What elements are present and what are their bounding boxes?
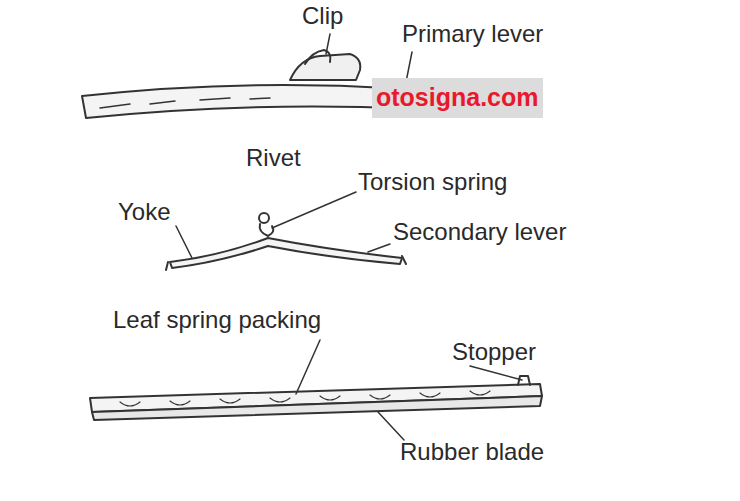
leader-line xyxy=(176,226,192,258)
part-label: Rivet xyxy=(246,146,301,170)
part-label: Primary lever xyxy=(402,22,543,46)
stopper xyxy=(518,376,530,385)
rubber-blade xyxy=(92,396,542,420)
part-label: Torsion spring xyxy=(358,170,507,194)
leader-line xyxy=(378,412,404,440)
leader-line xyxy=(272,192,356,228)
leader-line xyxy=(470,366,522,380)
part-label: Secondary lever xyxy=(393,220,566,244)
part-label: Stopper xyxy=(452,340,536,364)
packing-detail xyxy=(120,391,490,406)
leader-line xyxy=(296,340,320,394)
clip xyxy=(290,54,360,80)
part-label: Clip xyxy=(302,4,343,28)
torsion-spring xyxy=(260,224,274,236)
part-label: Leaf spring packing xyxy=(113,308,321,332)
watermark-box: otosigna.com xyxy=(372,78,543,118)
leader-line xyxy=(326,34,330,54)
secondary-lever xyxy=(170,238,402,268)
part-label: Rubber blade xyxy=(400,440,544,464)
part-label: Yoke xyxy=(118,200,171,224)
watermark-text: otosigna.com xyxy=(376,84,539,112)
leader-line xyxy=(368,244,390,252)
rivet xyxy=(259,213,269,223)
yoke-tips xyxy=(166,256,406,270)
